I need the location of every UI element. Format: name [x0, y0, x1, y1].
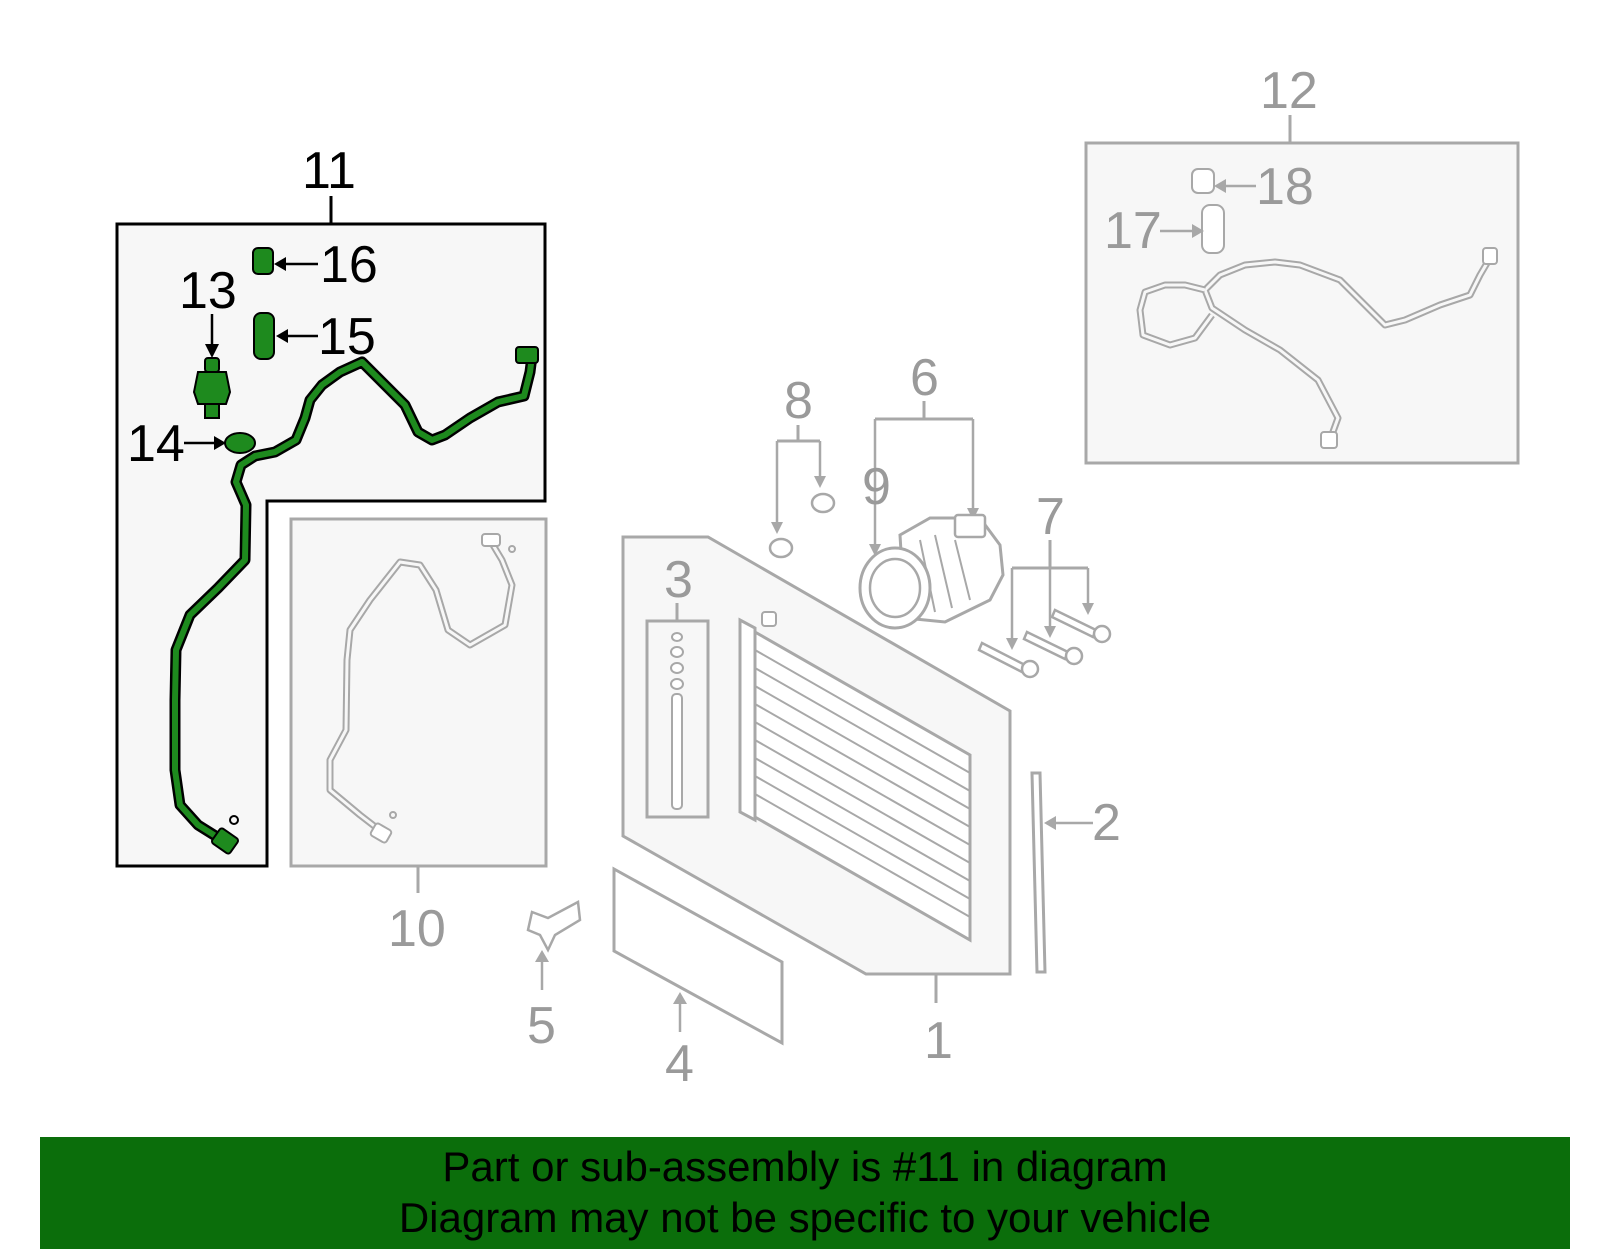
- callout-4: 4: [665, 1035, 694, 1093]
- o-ring-part-14[interactable]: [224, 432, 256, 454]
- cap-part-15[interactable]: [253, 312, 275, 360]
- callout-9: 9: [862, 458, 891, 516]
- callout-16: 16: [320, 236, 378, 294]
- banner-line-2: Diagram may not be specific to your vehi…: [398, 1194, 1212, 1241]
- callout-17: 17: [1104, 202, 1162, 260]
- panel-part-4[interactable]: [612, 866, 784, 1046]
- info-banner: Part or sub-assembly is #11 in diagram D…: [40, 1137, 1570, 1249]
- callout-12: 12: [1260, 62, 1318, 120]
- bolts-part-7[interactable]: [977, 540, 1112, 679]
- callout-3: 3: [664, 551, 693, 609]
- callout-15: 15: [318, 308, 376, 366]
- callout-11: 11: [302, 142, 356, 200]
- callout-10: 10: [388, 900, 446, 958]
- callout-8: 8: [784, 372, 813, 430]
- callout-6: 6: [910, 349, 939, 407]
- assembly-12-group[interactable]: [1084, 115, 1520, 465]
- callout-18: 18: [1256, 158, 1314, 216]
- assembly-10-box: [289, 517, 548, 868]
- condenser-group[interactable]: [621, 535, 1012, 1003]
- cap-part-16[interactable]: [252, 247, 274, 275]
- callout-14: 14: [127, 415, 185, 473]
- assembly-10-group[interactable]: [289, 517, 548, 893]
- callout-2: 2: [1092, 794, 1121, 852]
- compressor-part-6[interactable]: [858, 401, 1005, 630]
- sensor-part-13[interactable]: [192, 357, 232, 419]
- assembly-11-group[interactable]: [115, 196, 547, 868]
- callout-1: 1: [924, 1012, 953, 1070]
- caps-part-8[interactable]: [768, 425, 836, 559]
- seal-part-2[interactable]: [1030, 771, 1047, 974]
- callout-7: 7: [1036, 488, 1065, 546]
- callout-13: 13: [179, 262, 237, 320]
- banner-line-1: Part or sub-assembly is #11 in diagram: [442, 1143, 1168, 1190]
- bracket-part-5[interactable]: [526, 900, 582, 953]
- cap-part-18[interactable]: [1191, 168, 1215, 194]
- callout-5: 5: [527, 997, 556, 1055]
- cap-part-17[interactable]: [1201, 204, 1225, 254]
